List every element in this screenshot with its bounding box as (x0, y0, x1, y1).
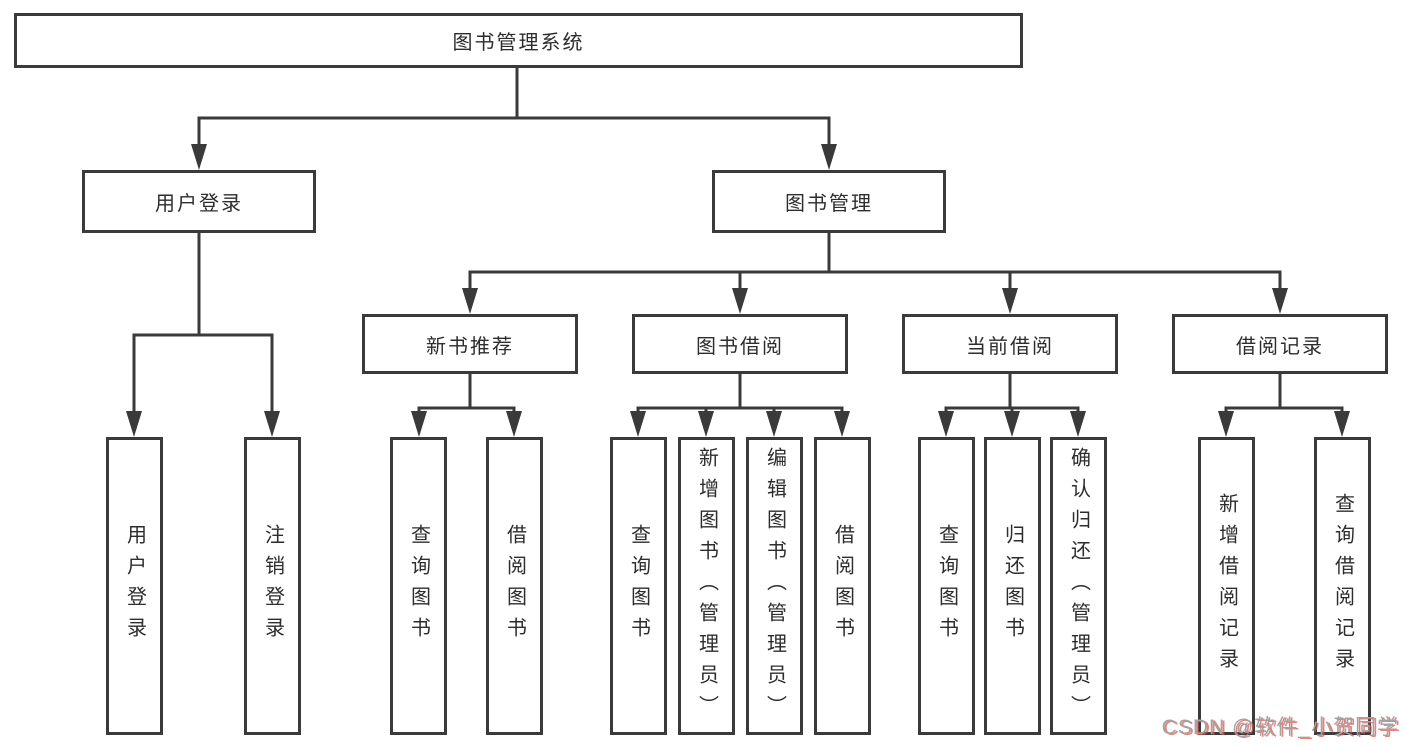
leaf-label: 查询图书 (407, 524, 430, 648)
leaf-label: 归还图书 (1001, 524, 1024, 648)
leaf-label: 注销登录 (261, 524, 284, 648)
leaf-borrow-book-recommend: 借阅图书 (486, 437, 543, 735)
leaf-borrow-book: 借阅图书 (814, 437, 871, 735)
leaf-label: 新增图书（管理员） (695, 446, 718, 726)
leaf-query-borrow-record: 查询借阅记录 (1314, 437, 1371, 735)
node-user-login: 用户登录 (82, 170, 316, 233)
leaf-query-book-recommend: 查询图书 (390, 437, 447, 735)
leaf-add-borrow-record: 新增借阅记录 (1198, 437, 1255, 735)
node-borrowing-records: 借阅记录 (1172, 314, 1388, 374)
leaf-confirm-return-admin: 确认归还（管理员） (1050, 437, 1107, 735)
leaf-label: 确认归还（管理员） (1067, 446, 1090, 726)
node-library-management-system: 图书管理系统 (14, 13, 1023, 68)
leaf-label: 用户登录 (123, 524, 146, 648)
node-book-management: 图书管理 (712, 170, 946, 233)
leaf-label: 借阅图书 (831, 524, 854, 648)
leaf-return-book: 归还图书 (984, 437, 1041, 735)
leaf-label: 查询借阅记录 (1331, 493, 1354, 679)
leaf-edit-book-admin: 编辑图书（管理员） (746, 437, 803, 735)
csdn-watermark: CSDN @软件_小贺同学 (1161, 716, 1399, 739)
leaf-label: 编辑图书（管理员） (763, 446, 786, 726)
node-book-borrowing: 图书借阅 (632, 314, 848, 374)
leaf-add-book-admin: 新增图书（管理员） (678, 437, 735, 735)
leaf-query-book-current: 查询图书 (918, 437, 975, 735)
leaf-user-login: 用户登录 (106, 437, 163, 735)
leaf-label: 查询图书 (935, 524, 958, 648)
arrowheads (126, 144, 1350, 437)
leaf-label: 查询图书 (627, 524, 650, 648)
leaf-logout: 注销登录 (244, 437, 301, 735)
node-current-borrowing: 当前借阅 (902, 314, 1118, 374)
node-new-book-recommendation: 新书推荐 (362, 314, 578, 374)
leaf-label: 新增借阅记录 (1215, 493, 1238, 679)
leaf-label: 借阅图书 (503, 524, 526, 648)
leaf-query-book-borrowing: 查询图书 (610, 437, 667, 735)
